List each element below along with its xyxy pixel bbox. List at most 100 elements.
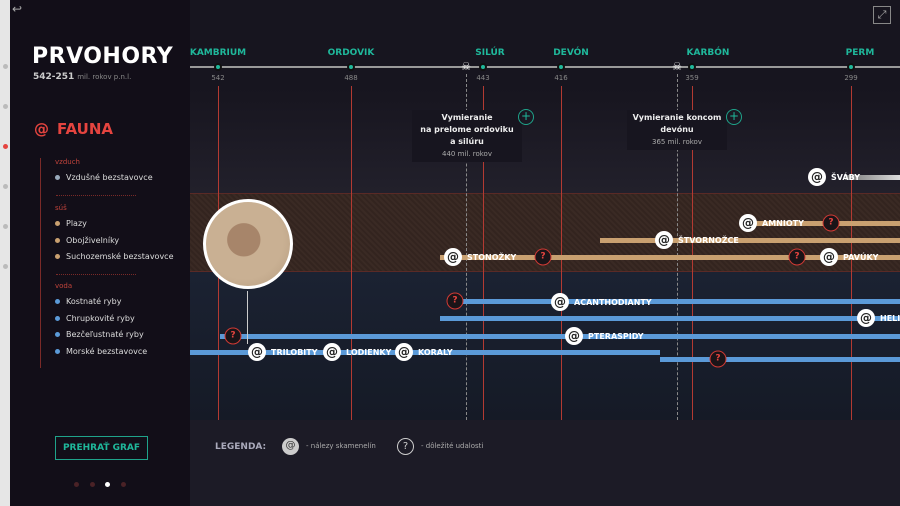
page-dot[interactable]	[3, 264, 8, 269]
water-zone	[190, 272, 900, 420]
fossil-node-svaby[interactable]: @ ŠVÁBY	[808, 168, 861, 186]
event-question-icon[interactable]: ?	[224, 327, 242, 345]
fossil-node-trilobity[interactable]: @TRILOBITY	[248, 343, 318, 361]
spiral-icon: @	[565, 327, 583, 345]
item-label: Morské bezstavovce	[66, 347, 148, 356]
filter-item[interactable]: Chrupkovité ryby	[55, 314, 135, 323]
filter-item[interactable]: Plazy	[55, 219, 87, 228]
node-label: PTERASPIDY	[588, 331, 644, 341]
period-label[interactable]: SILÚR	[475, 48, 505, 58]
trilobite-fossil-image[interactable]	[203, 199, 293, 289]
node-label: ŠTVORNOŽCE	[678, 235, 739, 245]
page-dot[interactable]	[3, 64, 8, 69]
extinction-info: Vymieranie koncom devónu 365 mil. rokov	[627, 110, 727, 150]
period-label[interactable]: KAMBRIUM	[190, 48, 247, 58]
period-label[interactable]: PERM	[845, 48, 875, 58]
pager-dot[interactable]	[121, 482, 126, 487]
fossil-node-koraly[interactable]: @KORALY	[395, 343, 453, 361]
year-label: 359	[685, 74, 699, 82]
node-label: ŠVÁBY	[831, 172, 861, 182]
event-question-icon[interactable]: ?	[788, 248, 806, 266]
group-label: vzduch	[55, 158, 80, 166]
fossil-node-stvornozce[interactable]: @ ŠTVORNOŽCE	[655, 231, 739, 249]
page-dot[interactable]	[3, 104, 8, 109]
period-node[interactable]	[347, 63, 355, 71]
air-zone	[190, 88, 900, 193]
period-line	[561, 86, 562, 420]
fossil-node-pteraspidy[interactable]: @ PTERASPIDY	[565, 327, 644, 345]
spiral-icon: @	[808, 168, 826, 186]
spiral-icon: @	[551, 293, 569, 311]
period-node[interactable]	[847, 63, 855, 71]
spiral-icon: @	[282, 438, 299, 455]
legend-fossil-text: - nálezy skamenelín	[306, 442, 376, 450]
back-icon[interactable]: ↩	[12, 2, 23, 16]
fossil-node-acanthodianty[interactable]: @ACANTHODIANTY	[551, 293, 652, 311]
ext-line: na prelome ordoviku	[420, 125, 514, 134]
fossil-node-amnioty[interactable]: @AMNIOTY	[739, 214, 804, 232]
page-dot[interactable]	[3, 224, 8, 229]
pager-dot-active[interactable]	[105, 482, 110, 487]
filter-item[interactable]: Obojživelníky	[55, 236, 119, 245]
play-graph-button[interactable]: PREHRAŤ GRAF	[55, 436, 148, 460]
track-stvornozce	[600, 238, 900, 243]
event-question-icon[interactable]: ?	[534, 248, 552, 266]
item-label: Kostnaté ryby	[66, 297, 122, 306]
period-label[interactable]: DEVÓN	[553, 48, 589, 58]
spiral-icon: @	[655, 231, 673, 249]
divider	[56, 274, 136, 275]
node-label: LODIENKY	[346, 347, 392, 357]
legend-event-text: - dôležité udalosti	[421, 442, 484, 450]
page-dot-active[interactable]	[3, 144, 8, 149]
node-label: PAVÚKY	[843, 252, 879, 262]
event-question-icon[interactable]: ?	[822, 214, 840, 232]
bullet-icon	[55, 221, 60, 226]
fossil-node-heli[interactable]: @HELI	[857, 309, 900, 327]
pager-dot[interactable]	[90, 482, 95, 487]
period-node[interactable]	[688, 63, 696, 71]
event-question-icon[interactable]: ?	[709, 350, 727, 368]
bullet-icon	[55, 175, 60, 180]
event-question-icon[interactable]: ?	[446, 292, 464, 310]
node-label: TRILOBITY	[271, 347, 318, 357]
filter-item[interactable]: Suchozemské bezstavovce	[55, 252, 174, 261]
spiral-icon: @	[857, 309, 875, 327]
year-label: 443	[476, 74, 490, 82]
fossil-node-lodienky[interactable]: @LODIENKY	[323, 343, 392, 361]
fossil-node-stonozky[interactable]: @STONOŽKY	[444, 248, 516, 266]
year-label: 542	[211, 74, 225, 82]
ext-line: Vymieranie	[441, 113, 493, 122]
skull-icon[interactable]: ☠	[672, 60, 682, 73]
node-label: AMNIOTY	[762, 218, 804, 228]
legend-title: LEGENDA:	[215, 442, 267, 452]
item-label: Plazy	[66, 219, 87, 228]
fossil-node-pavuky[interactable]: @PAVÚKY	[820, 248, 879, 266]
period-line	[851, 86, 852, 420]
track-pteraspidy	[220, 334, 900, 339]
year-label: 488	[344, 74, 358, 82]
filter-item[interactable]: Vzdušné bezstavovce	[55, 173, 153, 182]
bullet-icon	[55, 332, 60, 337]
time-axis	[190, 66, 900, 68]
ext-line: devónu	[660, 125, 694, 134]
pager-dot[interactable]	[74, 482, 79, 487]
section-fauna[interactable]: @FAUNA	[34, 120, 113, 138]
filter-item[interactable]: Bezčeľustnaté ryby	[55, 330, 144, 339]
filter-item[interactable]: Morské bezstavovce	[55, 347, 147, 356]
plus-icon[interactable]: +	[726, 109, 742, 125]
track-trilobity	[660, 357, 900, 362]
page-dot[interactable]	[3, 184, 8, 189]
period-node[interactable]	[214, 63, 222, 71]
plus-icon[interactable]: +	[518, 109, 534, 125]
period-label[interactable]: ORDOVIK	[327, 48, 375, 58]
fullscreen-icon[interactable]: ⤢	[873, 6, 891, 24]
filter-item[interactable]: Kostnaté ryby	[55, 297, 121, 306]
period-label[interactable]: KARBÓN	[686, 48, 730, 58]
period-node[interactable]	[557, 63, 565, 71]
bullet-icon	[55, 299, 60, 304]
period-node[interactable]	[479, 63, 487, 71]
era-range: 542-251 mil. rokov p.n.l.	[33, 72, 131, 82]
range-unit: mil. rokov p.n.l.	[77, 73, 132, 81]
skull-icon[interactable]: ☠	[461, 60, 471, 73]
spiral-icon: @	[444, 248, 462, 266]
